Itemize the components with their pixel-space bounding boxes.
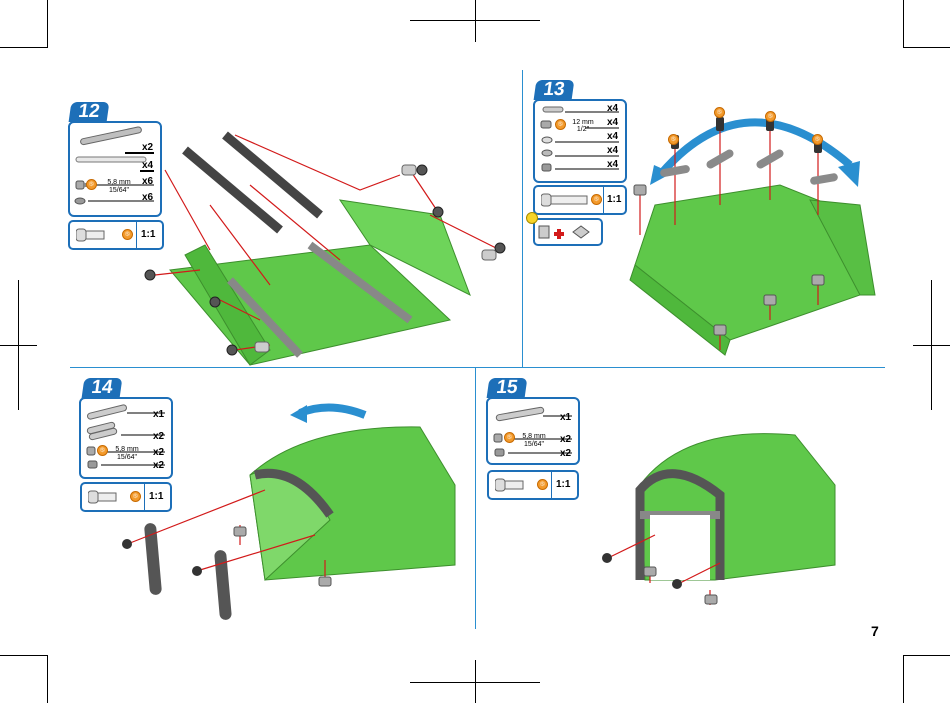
step-15-badge: 15 — [487, 378, 528, 398]
screw-icon — [541, 193, 591, 207]
screw-size-marker-icon: ⑤ — [537, 479, 548, 490]
tip-box — [533, 218, 603, 246]
lightbulb-icon — [526, 212, 538, 224]
short-strip-icon — [543, 107, 563, 112]
screw-icon — [88, 490, 118, 504]
screw-size-marker-icon: ⑤ — [812, 134, 823, 145]
step-12-badge: 12 — [69, 102, 110, 122]
washer-icon — [542, 150, 552, 156]
screw-size-in: 15/64" — [520, 441, 548, 448]
screw-plus-nut-icon — [537, 222, 599, 242]
screw-size-mm: 5,8 mm — [520, 433, 548, 440]
screw-size-marker-icon: ⑤ — [714, 107, 725, 118]
screw-size-marker-icon: ⑤ — [504, 432, 515, 443]
screw-icon — [76, 228, 106, 242]
step-13-assembly-illustration — [620, 95, 890, 360]
screw-icon — [494, 434, 502, 442]
step-15-assembly-illustration — [595, 415, 845, 615]
part-qty: x2 — [560, 448, 571, 459]
step-12-assembly-illustration — [140, 120, 520, 370]
screw-size-marker-icon: ⑤ — [555, 119, 566, 130]
step-number: 12 — [77, 101, 101, 123]
part-qty: x4 — [607, 145, 618, 156]
washer-icon — [542, 137, 552, 143]
scale-ratio: 1:1 — [556, 479, 570, 490]
step-number: 13 — [542, 79, 566, 101]
step-number: 15 — [495, 377, 519, 399]
step-15-ratio-box: ⑤ 1:1 — [487, 470, 579, 500]
part-qty: x4 — [607, 117, 618, 128]
part-qty: x4 — [607, 159, 618, 170]
screw-size-marker-icon: ⑤ — [668, 134, 679, 145]
step-15-parts-box: x1 ⑤ 5,8 mm 15/64" x2 x2 — [486, 397, 580, 465]
screw-size-marker-icon: ⑤ — [86, 179, 97, 190]
step-13-badge: 13 — [534, 80, 575, 100]
screw-icon — [541, 121, 551, 128]
screw-icon — [495, 478, 525, 492]
screw-size-in: 1/2" — [569, 126, 597, 133]
screw-size-mm: 5,8 mm — [104, 179, 134, 186]
nut-icon — [88, 461, 97, 468]
step-13-ratio-box: ⑤ 1:1 — [533, 185, 627, 215]
long-strip-icon — [80, 126, 142, 145]
nut-icon — [542, 164, 551, 171]
part-qty: x1 — [560, 412, 571, 423]
screw-size-marker-icon: ⑤ — [97, 445, 108, 456]
part-qty: x4 — [607, 103, 618, 114]
step-14-assembly-illustration — [115, 395, 465, 625]
screw-size-marker-icon: ⑤ — [765, 111, 776, 122]
long-strip-icon — [76, 157, 146, 162]
screw-size-mm: 12 mm — [569, 119, 597, 126]
nut-icon — [495, 449, 504, 456]
part-qty: x4 — [607, 131, 618, 142]
step-13-parts-box: x4 ⑤ 12 mm 1/2" x4 x4 x4 x4 — [533, 99, 627, 183]
strip-icon — [496, 407, 544, 421]
page-number: 7 — [871, 623, 879, 639]
step-number: 14 — [90, 377, 114, 399]
screw-size-marker-icon: ⑤ — [122, 229, 133, 240]
nut-icon — [75, 198, 85, 204]
screw-size-in: 15/64" — [104, 187, 134, 194]
part-qty: x2 — [560, 434, 571, 445]
screw-size-marker-icon: ⑤ — [591, 194, 602, 205]
screw-icon — [87, 447, 95, 455]
